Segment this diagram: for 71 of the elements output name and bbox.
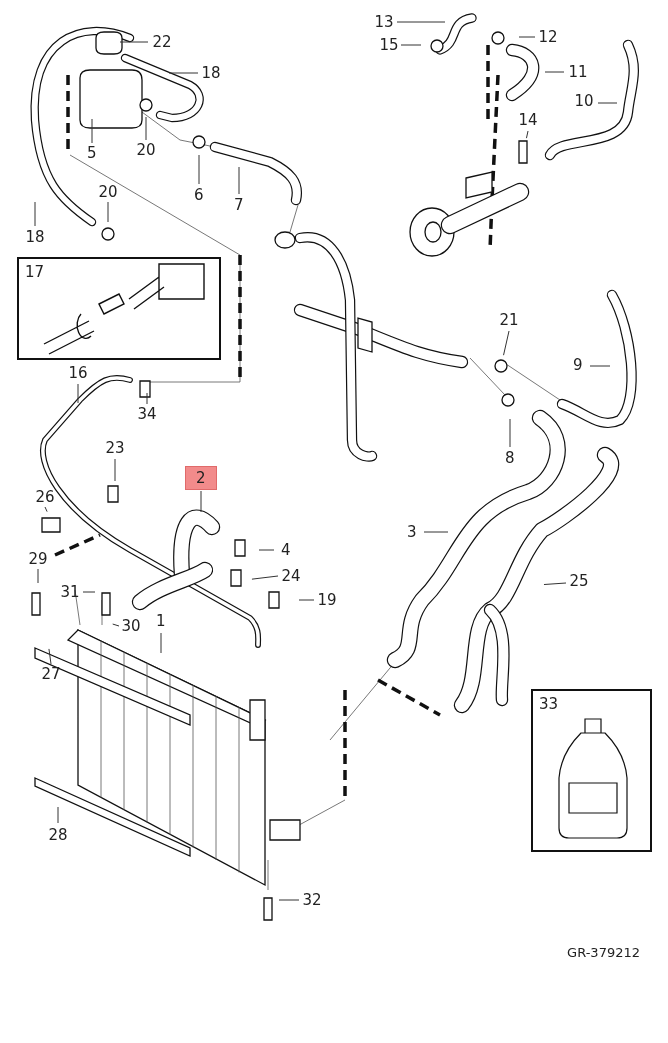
callout-number: 27: [41, 665, 61, 683]
callout-number: 15: [379, 36, 399, 54]
leader-line: [160, 632, 162, 654]
callout-number: 7: [234, 196, 244, 214]
leader-line: [91, 118, 93, 144]
leader-line: [82, 591, 96, 593]
callout-number: 34: [137, 405, 157, 423]
callout-number: 4: [281, 541, 291, 559]
callout-number: 32: [302, 891, 322, 909]
callout-number: 22: [152, 33, 172, 51]
callout-number: 10: [574, 92, 594, 110]
leader-line: [145, 116, 147, 141]
leader-line: [48, 648, 52, 665]
callout-number: 11: [568, 63, 588, 81]
leader-line: [589, 365, 611, 367]
callout-number: 28: [48, 826, 68, 844]
leader-line: [396, 21, 446, 23]
leader-line: [544, 71, 565, 73]
leader-line: [119, 41, 149, 43]
callout-number: 20: [136, 141, 156, 159]
callout-number: 25: [569, 572, 589, 590]
leader-line: [168, 72, 199, 74]
leader-line: [543, 582, 567, 585]
callout-number: 18: [201, 64, 221, 82]
leader-line: [34, 201, 36, 227]
callout-number: 6: [194, 186, 204, 204]
leader-line: [298, 599, 315, 601]
callout-number: 17: [25, 263, 45, 281]
callout-number: 24: [281, 567, 301, 585]
callout-number: 9: [573, 356, 583, 374]
callout-number: 12: [538, 28, 558, 46]
leader-line: [258, 549, 275, 551]
leader-line: [400, 44, 422, 46]
leader-line: [509, 418, 511, 448]
callout-number: 26: [35, 488, 55, 506]
callout-number: 30: [121, 617, 141, 635]
leader-line: [503, 330, 510, 356]
leader-line: [44, 506, 48, 513]
leader-line: [146, 392, 148, 405]
callout-number: 31: [60, 583, 80, 601]
leader-line: [107, 201, 109, 223]
leader-line: [525, 130, 529, 139]
callout-number: 21: [499, 311, 519, 329]
leader-line: [37, 568, 39, 584]
leader-line: [57, 806, 59, 824]
callout-number: 8: [505, 449, 515, 467]
callout-number: 5: [87, 144, 97, 162]
leader-line: [112, 623, 120, 627]
callout-number: 16: [68, 364, 88, 382]
leader-line: [518, 36, 536, 38]
leader-line: [251, 575, 279, 580]
callout-number: 14: [518, 111, 538, 129]
callout-number: 3: [407, 523, 417, 541]
drawing-number: GR-379212: [567, 945, 640, 960]
leader-line: [238, 166, 240, 195]
leader-line: [198, 154, 200, 185]
callout-number: 18: [25, 228, 45, 246]
callout-number: 2: [185, 466, 217, 490]
leader-line: [423, 531, 449, 533]
leader-line: [278, 899, 300, 901]
callout-number: 33: [539, 695, 559, 713]
leader-line: [77, 383, 79, 404]
callout-number: 20: [98, 183, 118, 201]
leader-line: [200, 490, 202, 513]
callout-number: 19: [317, 591, 337, 609]
callout-number: 1: [156, 612, 166, 630]
leader-line: [114, 458, 116, 482]
callout-number: 29: [28, 550, 48, 568]
leader-line: [597, 102, 618, 104]
callout-number: 23: [105, 439, 125, 457]
callout-number: 13: [374, 13, 394, 31]
